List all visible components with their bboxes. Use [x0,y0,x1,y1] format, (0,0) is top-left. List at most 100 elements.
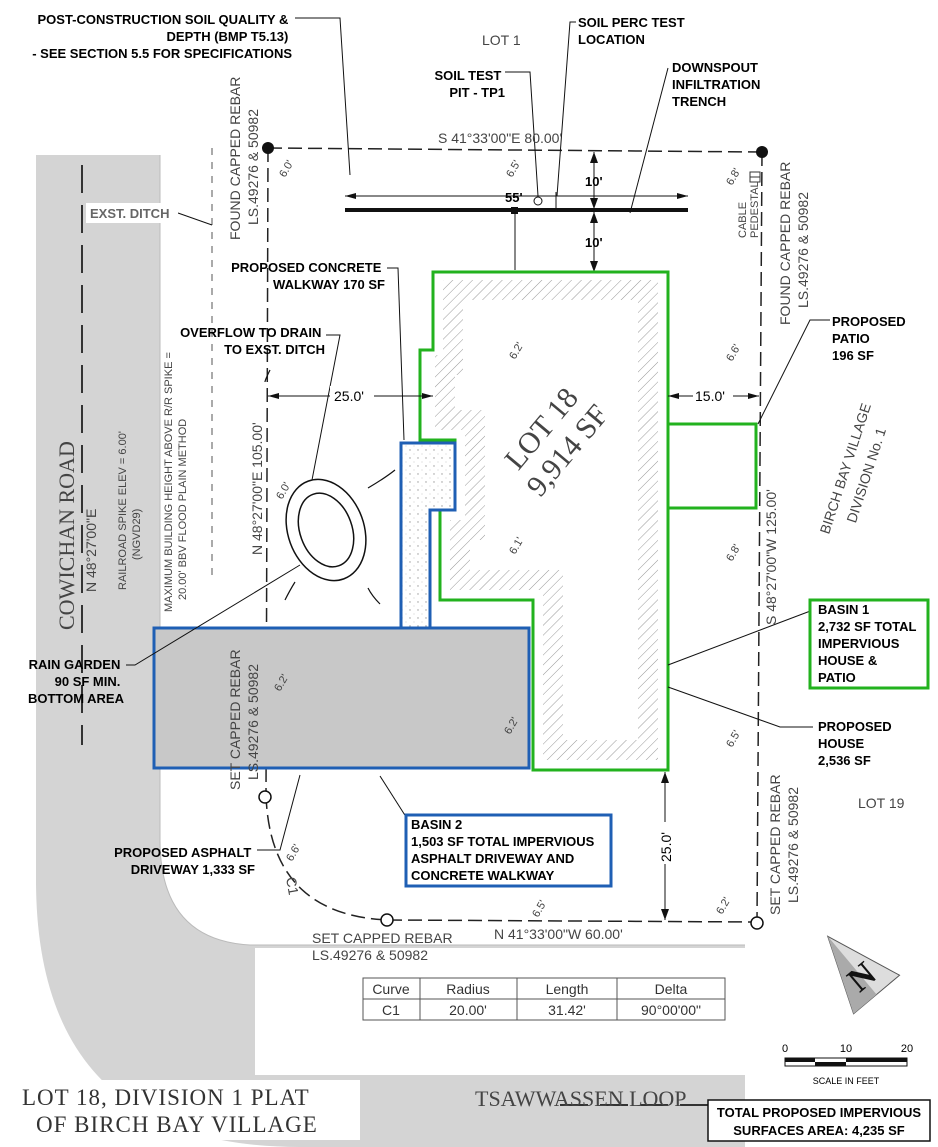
elev-12: 6.6' [284,842,303,863]
ct-r-3: 31.42' [548,1002,586,1018]
found-rebar-e-1: FOUND CAPPED REBAR [777,162,793,325]
elev-13: 6.5' [530,898,549,919]
asphalt-callout: PROPOSED ASPHALT DRIVEWAY 1,333 SF [114,845,255,877]
set-rebar-e-2: LS.49276 & 50982 [785,787,801,903]
setback-s-arrow-b [661,909,669,920]
bearing-east: S 48°27'00"W 125.00' [763,489,779,625]
total-line-1: TOTAL PROPOSED IMPERVIOUS [717,1105,922,1120]
found-rebar-ne [756,146,768,158]
basin2-line-1: BASIN 2 [411,817,462,832]
title-line-1: LOT 18, DIVISION 1 PLAT [22,1085,310,1110]
patio-line-2: PATIO [832,331,870,346]
leader-lines [126,17,830,851]
set-rebar-sw [258,790,272,804]
elev-3: 6.8' [724,166,743,187]
basin2-line-4: CONCRETE WALKWAY [411,868,555,883]
asphalt-line-2: DRIVEWAY 1,333 SF [131,862,255,877]
set-rebar-se [750,916,764,930]
ct-r-4: 90°00'00" [641,1002,701,1018]
soil-test-line-2: PIT - TP1 [449,85,505,100]
downspout-line-2: INFILTRATION [672,77,760,92]
rain-garden-callout: RAIN GARDEN 90 SF MIN. BOTTOM AREA [28,657,125,706]
railroad-line-1: RAILROAD SPIKE ELEV = 6.00' [117,431,129,590]
found-rebar-w-1: FOUND CAPPED REBAR [227,77,243,240]
ct-h-2: Radius [446,981,490,997]
house-line-2: HOUSE [818,736,865,751]
house-callout: PROPOSED HOUSE 2,536 SF [818,719,895,768]
test-pit-symbol [533,196,543,206]
bearing-north: S 41°33'00"E 80.00' [438,130,562,146]
scale-10: 10 [840,1043,852,1055]
set-rebar-s [380,913,394,927]
ten-arrow-2 [590,198,598,209]
perc-test-line-2: LOCATION [578,32,645,47]
ten-arrow-4 [590,261,598,272]
max-height-group: MAXIMUM BUILDING HEIGHT ABOVE R/R SPIKE … [163,352,189,612]
basin1-line-1: BASIN 1 [818,602,869,617]
curve-table: Curve Radius Length Delta C1 20.00' 31.4… [362,977,726,1021]
overflow-line-1: OVERFLOW TO DRAIN [180,325,321,340]
walkway-line-1: PROPOSED CONCRETE [231,260,382,275]
elev-5: 6.6' [724,342,743,363]
found-rebar-nw [262,142,274,154]
ext-ditch-label: EXST. DITCH [90,206,169,221]
birch-bay-group: BIRCH BAY VILLAGE DIVISION No. 1 [817,401,890,536]
setback-s: 25.0' [658,832,674,862]
setback-s-arrow-t [661,772,669,783]
overflow-callout: OVERFLOW TO DRAIN TO EXST. DITCH [180,325,325,357]
trench-dim-arrow-l [345,193,356,199]
soil-quality-line-2: DEPTH (BMP T5.13) [167,29,289,44]
scale-20: 20 [901,1043,913,1055]
tsawwassen-label: TSAWWASSEN LOOP [475,1086,687,1111]
basin1-box [808,598,930,690]
ct-h-4: Delta [655,981,688,997]
road-inner-edge [159,155,745,946]
scale-0: 0 [782,1043,788,1055]
soil-quality-line-3: - SEE SECTION 5.5 FOR SPECIFICATIONS [32,46,292,61]
ct-h-1: Curve [372,981,410,997]
elev-11: 6.5' [724,728,743,749]
found-rebar-e: FOUND CAPPED REBAR LS.49276 & 50982 [777,162,811,325]
basin2-callout: BASIN 2 1,503 SF TOTAL IMPERVIOUS ASPHAL… [411,817,598,883]
cable-line-2: PEDESTAL [749,181,761,238]
lot19-label: LOT 19 [858,795,905,811]
rain-garden-line-2: 90 SF MIN. [55,674,121,689]
set-rebar-w-2: LS.49276 & 50982 [245,664,261,780]
cowichan-bearing: N 48°27'00"E [83,509,99,592]
rain-garden-line-3: BOTTOM AREA [28,691,125,706]
house-line-1: PROPOSED [818,719,892,734]
cable-group: CABLE PEDESTAL [737,181,761,238]
railroad-group: RAILROAD SPIKE ELEV = 6.00' (NGVD29) [117,431,143,590]
setback-e-arrow-l [668,393,679,399]
rain-garden [285,478,367,582]
railroad-line-2: (NGVD29) [131,509,143,560]
ct-r-2: 20.00' [449,1002,487,1018]
soil-test-pit-callout: SOIL TEST PIT - TP1 [434,68,505,100]
rain-garden-line-1: RAIN GARDEN [29,657,121,672]
set-rebar-e: SET CAPPED REBAR LS.49276 & 50982 [767,774,801,915]
cable-pedestal-icon [749,171,761,183]
basin2-box [404,813,613,888]
flow-arrows [264,369,396,605]
total-box [707,1099,931,1142]
ten-top: 10' [585,174,603,189]
set-rebar-e-1: SET CAPPED REBAR [767,774,783,915]
basin1-callout: BASIN 1 2,732 SF TOTAL IMPERVIOUS HOUSE … [818,602,920,685]
max-height-line-1: MAXIMUM BUILDING HEIGHT ABOVE R/R SPIKE … [163,352,175,612]
setback-e-arrow-r [748,393,759,399]
ct-r-1: C1 [382,1002,400,1018]
ct-h-3: Length [546,981,589,997]
elev-1: 6.0' [277,158,296,179]
set-rebar-s-1: SET CAPPED REBAR [312,930,453,946]
setback-s-bg [656,822,674,864]
ten-arrow-1 [590,152,598,163]
lot1-label: LOT 1 [482,32,521,48]
title-bg [18,1080,360,1140]
walkway-callout: PROPOSED CONCRETE WALKWAY 170 SF [231,260,385,292]
north-arrow-icon: N [826,935,901,1015]
bearing-west: N 48°27'00"E 105.00' [249,422,265,555]
setback-w-arrow-r [422,393,433,399]
patio-line-1: PROPOSED [832,314,906,329]
setback-w: 25.0' [334,388,364,404]
